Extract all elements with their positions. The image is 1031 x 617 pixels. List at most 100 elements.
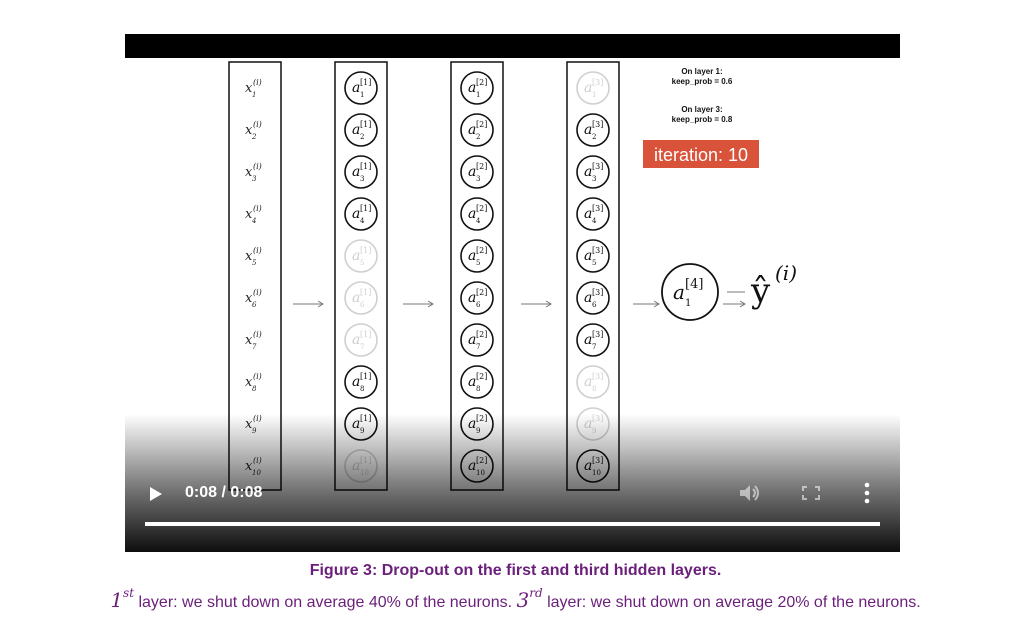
neuron-superscript: [3] <box>592 120 603 129</box>
neuron: a[1]2 <box>344 113 378 147</box>
input-base: x <box>245 249 253 264</box>
neuron-base: a <box>468 374 476 390</box>
neuron-circle <box>576 113 610 147</box>
neuron-circle <box>460 71 494 105</box>
neuron-subscript: 5 <box>592 259 596 267</box>
neuron-subscript: 1 <box>476 91 480 99</box>
input-superscript: (i) <box>253 78 262 87</box>
neuron-base: a <box>468 332 476 348</box>
neuron-base: a <box>584 332 592 348</box>
figure-title: Drop-out on the first and third hidden l… <box>381 562 722 579</box>
arrow-head <box>739 300 746 308</box>
neuron-circle <box>344 197 378 231</box>
input-subscript: 1 <box>252 91 256 99</box>
play-button[interactable] <box>145 484 165 504</box>
neuron-circle <box>576 197 610 231</box>
dropped-neuron: a[3]8 <box>576 365 610 399</box>
neuron: a[2]2 <box>460 113 494 147</box>
controls-gradient <box>125 414 900 552</box>
input-superscript: (i) <box>253 162 262 171</box>
neuron-superscript: [2] <box>476 120 487 129</box>
arrow-head <box>427 300 434 308</box>
neuron-base: a <box>468 164 476 180</box>
output-neuron-superscript: [4] <box>685 277 703 292</box>
neuron-superscript: [2] <box>476 330 487 339</box>
fullscreen-button[interactable] <box>799 482 823 504</box>
keep-prob-note-title: On layer 3: <box>681 105 722 114</box>
yhat-base: ŷ <box>750 271 771 311</box>
neuron-base: a <box>352 206 360 222</box>
neuron-superscript: [3] <box>592 204 603 213</box>
more-vert-icon <box>864 482 870 504</box>
neuron-subscript: 1 <box>360 91 364 99</box>
input-subscript: 4 <box>251 217 256 225</box>
input-base: x <box>245 291 253 306</box>
input-subscript: 3 <box>252 175 257 183</box>
video-top-bar <box>125 34 900 58</box>
input-subscript: 8 <box>252 385 257 393</box>
input-superscript: (i) <box>253 372 262 381</box>
third-layer-number: 3 <box>516 588 530 612</box>
output-neuron-subscript: 1 <box>685 298 691 309</box>
neuron-base: a <box>468 248 476 264</box>
neuron-circle <box>460 281 494 315</box>
neuron-base: a <box>584 164 592 180</box>
first-layer-text: layer: we shut down on average 40% of th… <box>134 594 517 611</box>
neuron-superscript: [2] <box>476 162 487 171</box>
neuron-subscript: 7 <box>360 343 364 351</box>
neuron-superscript: [3] <box>592 162 603 171</box>
neuron: a[2]8 <box>460 365 494 399</box>
neuron: a[2]7 <box>460 323 494 357</box>
dropped-neuron: a[3]1 <box>576 71 610 105</box>
figure-label: Figure 3 <box>309 562 372 579</box>
input-superscript: (i) <box>253 246 262 255</box>
neuron-superscript: [1] <box>360 330 371 339</box>
neuron-base: a <box>352 374 360 390</box>
neuron-superscript: [1] <box>360 246 371 255</box>
more-options-button[interactable] <box>861 480 873 506</box>
neuron-superscript: [2] <box>476 372 487 381</box>
third-layer-ordinal: rd <box>529 586 543 600</box>
neuron-superscript: [2] <box>476 288 487 297</box>
volume-button[interactable] <box>737 482 763 504</box>
neuron-superscript: [3] <box>592 330 603 339</box>
keep-prob-note-value: keep_prob = 0.6 <box>672 77 733 86</box>
neuron: a[3]7 <box>576 323 610 357</box>
neuron: a[3]6 <box>576 281 610 315</box>
neuron-circle <box>344 323 378 357</box>
neuron-subscript: 3 <box>360 175 364 183</box>
neuron-subscript: 2 <box>592 133 596 141</box>
input-base: x <box>245 375 253 390</box>
input-superscript: (i) <box>253 330 262 339</box>
input-node: x(i) 8 <box>245 372 262 393</box>
neuron-base: a <box>352 164 360 180</box>
neuron-subscript: 6 <box>476 301 481 309</box>
neuron-circle <box>576 71 610 105</box>
output-neuron-circle <box>661 263 719 321</box>
neuron-circle <box>344 281 378 315</box>
neuron-superscript: [1] <box>360 162 371 171</box>
input-base: x <box>245 207 253 222</box>
progress-bar[interactable] <box>145 522 880 526</box>
neuron: a[3]2 <box>576 113 610 147</box>
input-base: x <box>245 81 253 96</box>
neuron-subscript: 8 <box>360 385 364 393</box>
neuron-circle <box>460 365 494 399</box>
neuron-circle <box>344 113 378 147</box>
neuron-subscript: 4 <box>360 217 365 225</box>
neuron-subscript: 2 <box>476 133 480 141</box>
neuron: a[2]6 <box>460 281 494 315</box>
neuron-superscript: [3] <box>592 246 603 255</box>
neuron-superscript: [3] <box>592 78 603 87</box>
yhat-superscript: (i) <box>775 261 797 285</box>
neuron-base: a <box>584 80 592 96</box>
neuron-subscript: 5 <box>360 259 364 267</box>
neuron-superscript: [1] <box>360 78 371 87</box>
fullscreen-icon <box>802 486 820 500</box>
neuron-superscript: [1] <box>360 204 371 213</box>
input-base: x <box>245 123 253 138</box>
prediction-yhat: ŷ(i) <box>750 261 797 311</box>
input-base: x <box>245 165 253 180</box>
volume-icon <box>740 485 759 501</box>
